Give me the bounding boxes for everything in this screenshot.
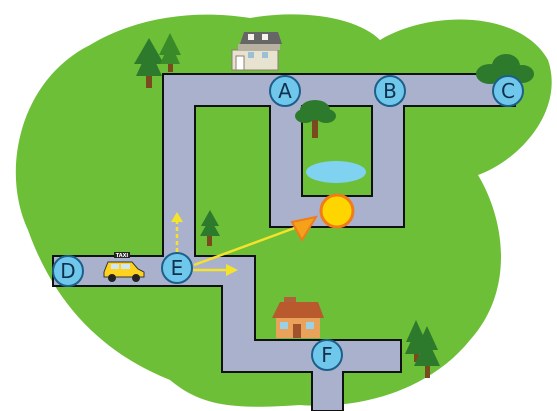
tree-icon bbox=[134, 33, 181, 88]
large-house-icon bbox=[231, 32, 282, 71]
arrow-to-target-head bbox=[290, 215, 319, 242]
node-d[interactable]: D bbox=[52, 255, 84, 287]
node-e-label: E bbox=[171, 256, 184, 280]
move-arrows bbox=[171, 212, 301, 276]
node-d-label: D bbox=[60, 259, 75, 283]
node-c[interactable]: C bbox=[492, 75, 524, 107]
taxi-roof-text: TAXI bbox=[116, 253, 129, 259]
taxi-icon[interactable]: TAXI bbox=[103, 252, 145, 282]
node-b[interactable]: B bbox=[374, 75, 406, 107]
node-a-label: A bbox=[278, 79, 292, 103]
node-b-label: B bbox=[383, 79, 397, 103]
tree-icon bbox=[200, 210, 220, 246]
arrow-up-head bbox=[171, 212, 183, 222]
pond bbox=[306, 161, 366, 183]
tree-icon bbox=[295, 100, 336, 138]
node-c-label: C bbox=[501, 79, 515, 103]
node-e[interactable]: E bbox=[161, 252, 193, 284]
arrow-right-head bbox=[226, 264, 238, 276]
node-f[interactable]: F bbox=[311, 339, 343, 371]
node-f-label: F bbox=[321, 343, 333, 367]
arrow-to-target bbox=[193, 224, 301, 267]
sun-target-icon[interactable] bbox=[319, 193, 355, 229]
house-icon bbox=[272, 297, 324, 338]
node-a[interactable]: A bbox=[269, 75, 301, 107]
tree-icon bbox=[405, 320, 440, 378]
